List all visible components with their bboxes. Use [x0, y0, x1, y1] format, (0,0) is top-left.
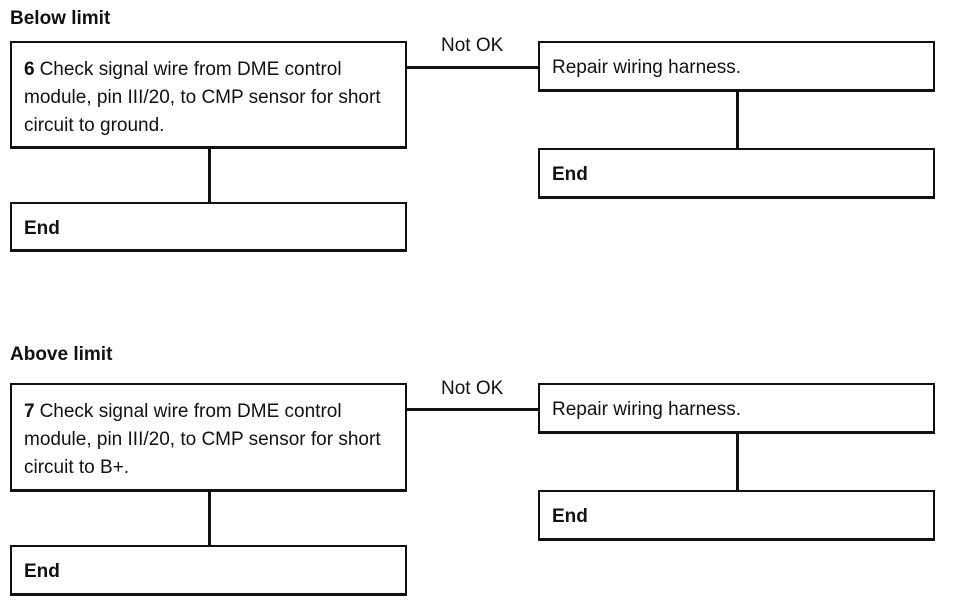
section-heading: Above limit [10, 344, 113, 365]
action-box: Repair wiring harness. [538, 383, 935, 434]
connector-line [736, 433, 739, 493]
connector-line [208, 148, 211, 204]
action-box: Repair wiring harness. [538, 41, 935, 92]
connector-line [208, 491, 211, 548]
not-ok-connector [406, 408, 539, 411]
action-text: Repair wiring harness. [552, 399, 742, 420]
not-ok-label: Not OK [441, 35, 504, 56]
step-text: Check signal wire from DME control modul… [24, 59, 381, 136]
connector-line [736, 91, 739, 149]
step-number: 7 [24, 401, 35, 422]
end-box: End [10, 545, 407, 596]
end-box: End [538, 148, 935, 199]
step-number: 6 [24, 59, 35, 80]
end-label: End [24, 561, 60, 582]
not-ok-label: Not OK [441, 378, 504, 399]
end-box: End [10, 202, 407, 252]
action-text: Repair wiring harness. [552, 57, 742, 78]
end-label: End [552, 506, 588, 527]
not-ok-connector [406, 66, 539, 69]
end-label: End [24, 218, 60, 239]
end-box: End [538, 490, 935, 541]
section-heading: Below limit [10, 8, 111, 29]
step-text: Check signal wire from DME control modul… [24, 401, 381, 478]
end-label: End [552, 164, 588, 185]
